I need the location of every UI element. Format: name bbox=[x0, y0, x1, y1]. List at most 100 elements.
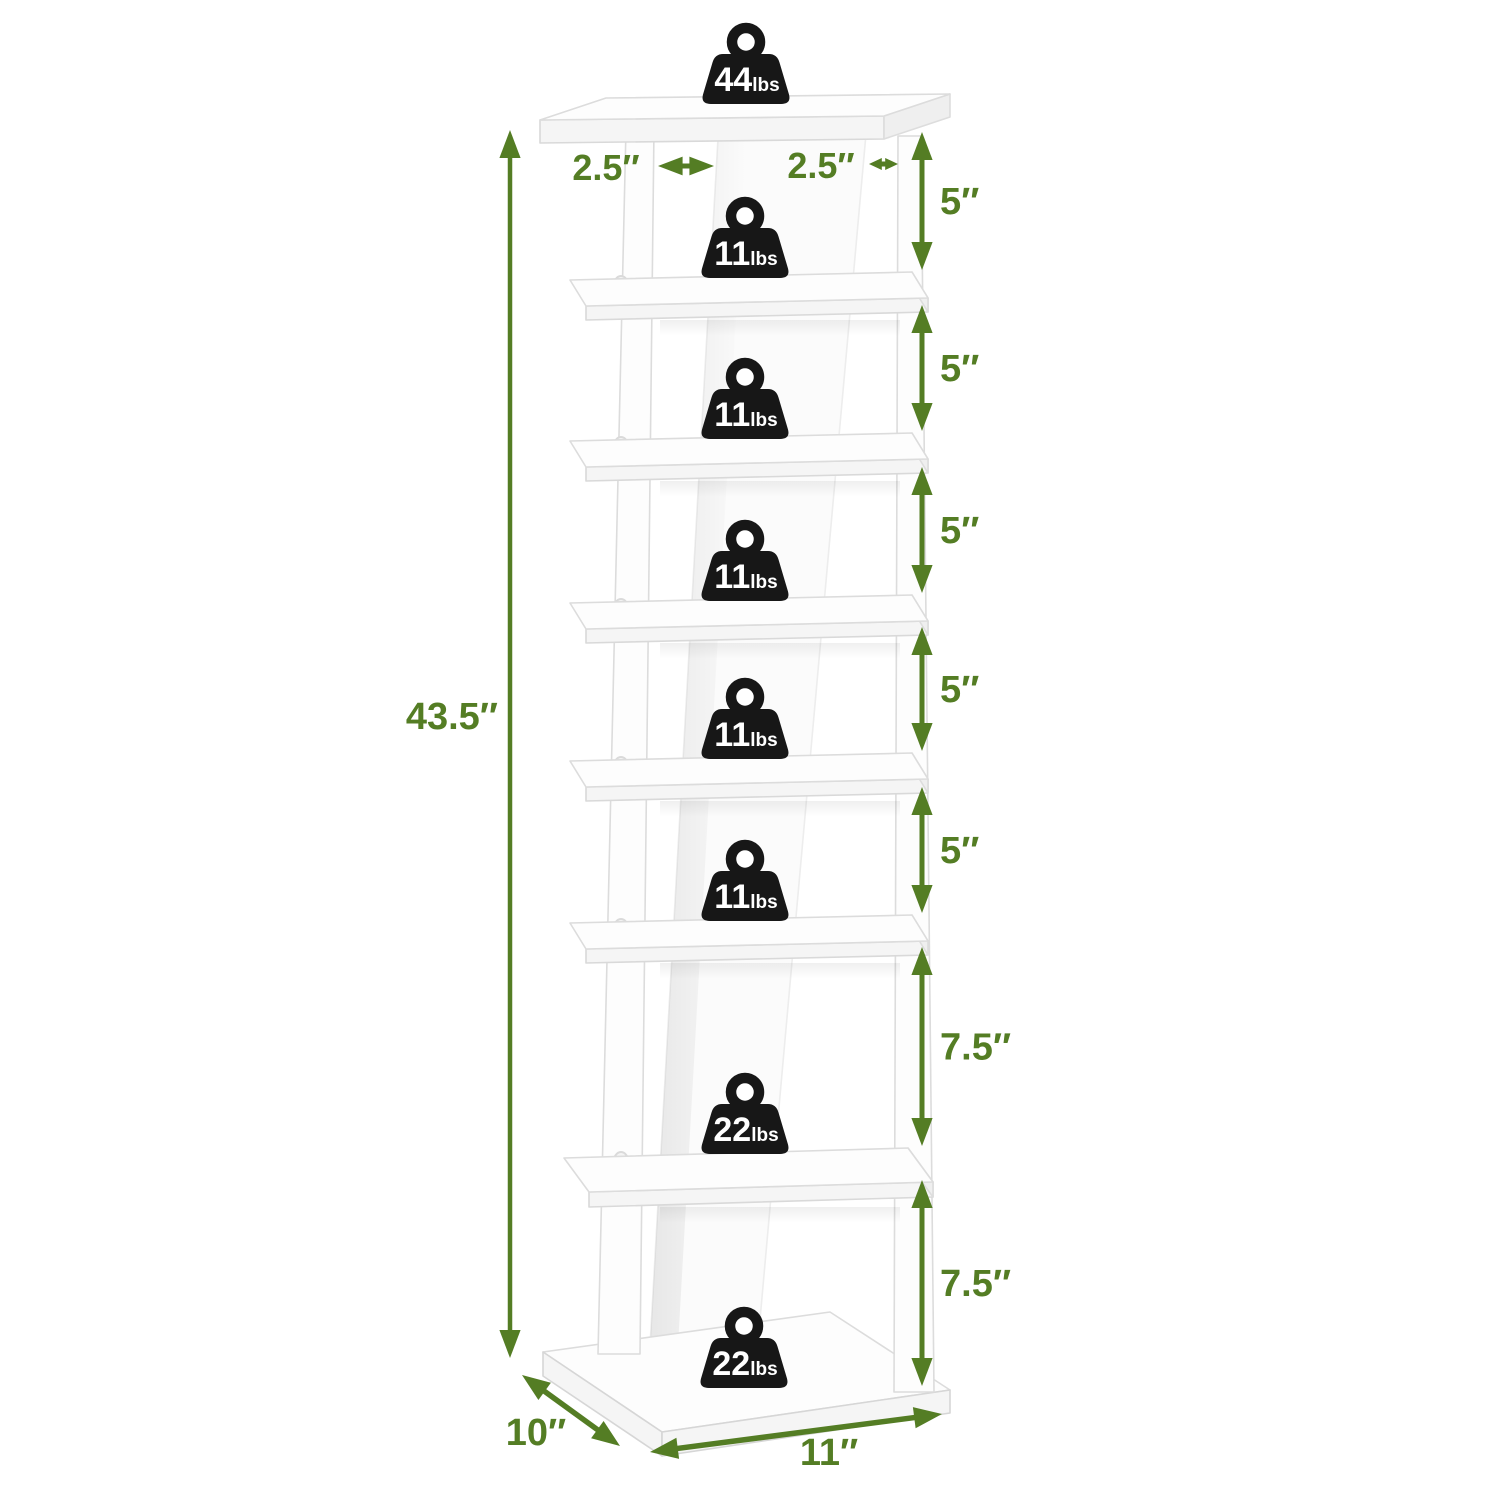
arrowhead-icon bbox=[650, 1437, 680, 1459]
weight-handle-ring-icon bbox=[725, 196, 765, 236]
dimension-label-gap-left: 2.5″ bbox=[572, 147, 639, 188]
weight-value-label: 22lbs bbox=[712, 1345, 777, 1383]
weight-value-label: 11lbs bbox=[714, 878, 777, 916]
shelf-top-face bbox=[569, 594, 929, 630]
shelf-shadow bbox=[660, 320, 900, 336]
dimension-arrow-base-depth bbox=[522, 1375, 620, 1446]
tier-spacing-arrow-1 bbox=[911, 132, 933, 270]
weight-body-icon bbox=[701, 551, 789, 601]
arrowhead-icon bbox=[911, 1118, 933, 1146]
tier-spacing-label-6: 7.5″ bbox=[940, 1027, 1011, 1069]
top-board-top-face bbox=[539, 93, 951, 121]
tier-spacing-arrow-2 bbox=[911, 305, 933, 431]
arrowhead-icon bbox=[911, 1180, 933, 1208]
dimension-label-base-width: 11″ bbox=[800, 1432, 858, 1474]
arrowhead-icon bbox=[522, 1375, 551, 1400]
dimension-annotations: 43.5″ 2.5″ 2.5″ 5″ 5″ 5″ 5″ 5″ 7.5″ 7.5″ 10″ 11″ bbox=[406, 130, 1011, 1474]
dimension-arrow-gap-right bbox=[869, 158, 898, 170]
weight-body-icon bbox=[700, 1338, 788, 1388]
weight-badge-tier-6: 22lbs bbox=[701, 1072, 789, 1154]
arrowhead-icon bbox=[911, 885, 933, 913]
tier-spacing-arrow-5 bbox=[911, 787, 933, 913]
dimension-arrow-overall-height bbox=[499, 130, 521, 1358]
weight-badge-tier-1: 11lbs bbox=[701, 196, 789, 278]
arrowhead-icon bbox=[911, 242, 933, 270]
arrowhead-icon bbox=[912, 1407, 942, 1429]
arrowhead-icon bbox=[591, 1421, 620, 1446]
tier-spacing-label-3: 5″ bbox=[940, 510, 979, 552]
weight-handle-ring-icon bbox=[725, 519, 765, 559]
dimension-arrow-gap-left bbox=[658, 156, 714, 176]
tier-spacing-label-7: 7.5″ bbox=[940, 1263, 1011, 1305]
dimension-arrow-base-width bbox=[650, 1407, 942, 1459]
dimension-label-base-depth: 10″ bbox=[506, 1412, 566, 1454]
arrowhead-icon bbox=[911, 305, 933, 333]
tier-spacing-label-4: 5″ bbox=[940, 669, 979, 711]
weight-value-label: 11lbs bbox=[714, 558, 777, 596]
arrowhead-icon bbox=[911, 723, 933, 751]
weight-badge-tier-4: 11lbs bbox=[701, 677, 789, 759]
arrow-line bbox=[537, 1385, 605, 1436]
arrowhead-icon bbox=[911, 132, 933, 160]
tier-spacing-label-2: 5″ bbox=[940, 348, 979, 390]
arrow-line bbox=[670, 1413, 922, 1453]
shelf-shadow bbox=[660, 481, 900, 497]
shelf-shadow bbox=[660, 963, 900, 979]
shelf-top-face bbox=[569, 752, 929, 788]
weight-badge-tier-3: 11lbs bbox=[701, 519, 789, 601]
rack-shelves bbox=[563, 271, 934, 1223]
arrowhead-icon bbox=[885, 158, 898, 170]
tier-spacing-arrow-4 bbox=[911, 627, 933, 751]
shelf-shadow bbox=[660, 643, 900, 659]
tier-spacing-label-1: 5″ bbox=[940, 181, 979, 223]
rack-shelf-1 bbox=[569, 271, 929, 336]
weight-body-icon bbox=[701, 389, 789, 439]
weight-handle-ring-icon bbox=[726, 22, 766, 62]
weight-handle-ring-icon bbox=[725, 839, 765, 879]
tier-spacing-arrow-3 bbox=[911, 467, 933, 593]
weight-badge-top: 44lbs bbox=[702, 22, 790, 104]
arrowhead-icon bbox=[499, 1330, 521, 1358]
weight-value-label: 44lbs bbox=[714, 61, 779, 99]
weight-body-icon bbox=[701, 228, 789, 278]
shelf-top-face bbox=[569, 914, 929, 950]
tier-spacing-label-5: 5″ bbox=[940, 830, 979, 872]
rack-shelf-2 bbox=[569, 432, 929, 497]
arrowhead-icon bbox=[911, 403, 933, 431]
shelf-top-face bbox=[563, 1147, 934, 1193]
arrowhead-icon bbox=[658, 156, 683, 176]
dimension-label-overall-height: 43.5″ bbox=[406, 696, 498, 738]
weight-value-label: 11lbs bbox=[714, 716, 777, 754]
arrowhead-icon bbox=[499, 130, 521, 158]
weight-handle-ring-icon bbox=[725, 1072, 765, 1112]
tier-spacing-arrow-6 bbox=[911, 947, 933, 1146]
weight-handle-ring-icon bbox=[724, 1306, 764, 1346]
weight-value-label: 11lbs bbox=[714, 396, 777, 434]
weight-handle-ring-icon bbox=[725, 677, 765, 717]
weight-value-label: 11lbs bbox=[714, 235, 777, 273]
shelf-top-face bbox=[569, 432, 929, 468]
weight-badge-tier-5: 11lbs bbox=[701, 839, 789, 921]
arrowhead-icon bbox=[689, 156, 714, 176]
weight-body-icon bbox=[702, 54, 790, 104]
arrowhead-icon bbox=[911, 627, 933, 655]
weight-body-icon bbox=[701, 709, 789, 759]
rack-shelf-5 bbox=[569, 914, 929, 979]
arrowhead-icon bbox=[911, 947, 933, 975]
weight-handle-ring-icon bbox=[725, 357, 765, 397]
weight-badge-base: 22lbs bbox=[700, 1306, 788, 1388]
dimension-label-gap-right: 2.5″ bbox=[787, 145, 854, 186]
rack-top-board bbox=[539, 93, 951, 144]
arrowhead-icon bbox=[911, 1358, 933, 1386]
arrowhead-icon bbox=[869, 158, 882, 170]
weight-badge-tier-2: 11lbs bbox=[701, 357, 789, 439]
weight-value-label: 22lbs bbox=[713, 1111, 778, 1149]
arrowhead-icon bbox=[911, 467, 933, 495]
shelf-shadow bbox=[660, 1207, 900, 1223]
tier-spacing-arrow-7 bbox=[911, 1180, 933, 1386]
rack-shelf-4 bbox=[569, 752, 929, 817]
arrowhead-icon bbox=[911, 787, 933, 815]
rack-shelf-6 bbox=[563, 1147, 934, 1223]
